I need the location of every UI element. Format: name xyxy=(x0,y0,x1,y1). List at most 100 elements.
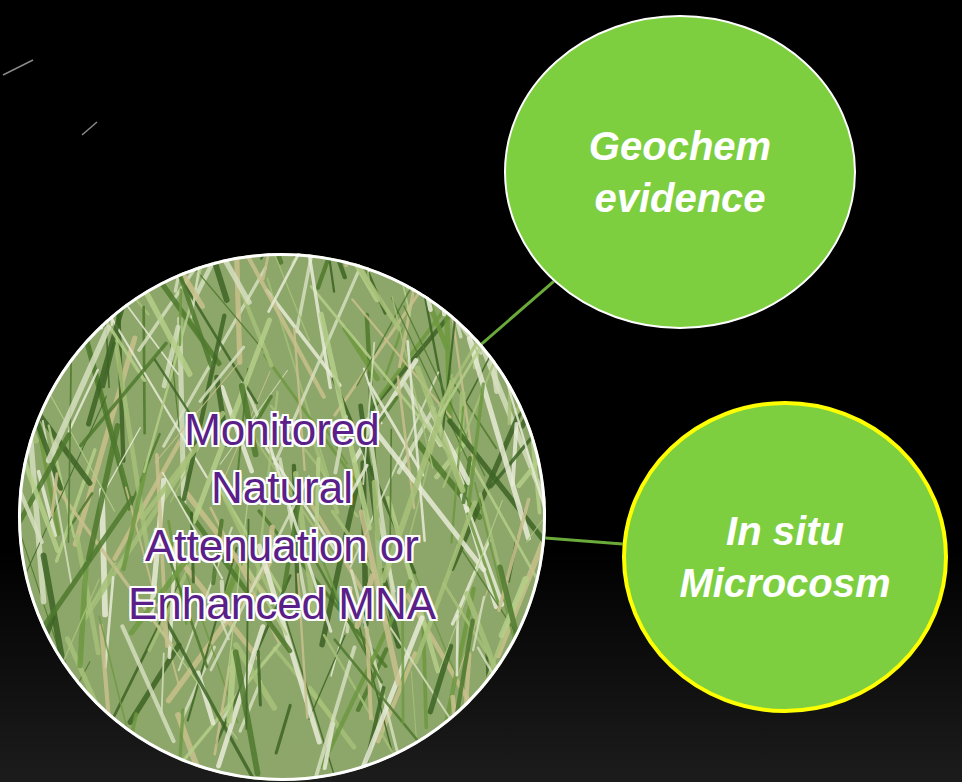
grass-blade xyxy=(177,97,200,245)
grass-blade xyxy=(188,130,207,266)
grass-blade xyxy=(468,257,473,331)
grass-blade xyxy=(234,178,239,363)
grass-blade xyxy=(536,551,582,714)
grass-blade xyxy=(35,228,84,297)
grass-blade xyxy=(191,161,263,306)
grass-blade xyxy=(500,645,545,721)
circle-outline xyxy=(504,15,856,329)
node-label: In situ Microcosm xyxy=(660,505,910,609)
grass-blade xyxy=(372,133,439,263)
grass-blade xyxy=(472,714,509,782)
grass-blade xyxy=(309,251,331,388)
grass-blade xyxy=(113,76,215,257)
grass-blade xyxy=(442,269,460,439)
grass-blade xyxy=(194,182,204,245)
circle-outline xyxy=(18,253,546,781)
grass-blade xyxy=(133,50,197,255)
grass-blade xyxy=(478,648,541,759)
grass-blade xyxy=(48,693,75,741)
grass-blade xyxy=(71,199,119,260)
grass-blade xyxy=(86,111,186,258)
grass-blade xyxy=(334,141,395,247)
grass-blade xyxy=(259,216,309,341)
grass-blade xyxy=(542,449,615,652)
grass-blade xyxy=(0,464,15,650)
circle-shape xyxy=(624,403,946,711)
grass-blade xyxy=(130,169,195,257)
grass-blade xyxy=(162,653,164,713)
topic-circle: In situ Microcosm xyxy=(622,401,948,713)
grass-blade xyxy=(85,563,115,615)
grass-blade xyxy=(277,54,344,241)
grass-blade xyxy=(46,109,75,326)
grass-blade xyxy=(226,141,295,259)
grass-blade xyxy=(74,265,105,320)
grass-blade xyxy=(269,191,331,311)
grass-blade xyxy=(526,468,579,542)
grass-blade xyxy=(371,74,409,288)
circle-outline xyxy=(622,401,948,713)
grass-blade xyxy=(2,477,12,531)
grass-blade xyxy=(310,647,354,782)
grass-blade xyxy=(43,285,61,341)
grass-blade xyxy=(449,621,473,763)
grass-blade xyxy=(258,651,260,705)
grass-blade xyxy=(0,631,33,683)
grass-blade xyxy=(57,135,105,277)
grass-blade xyxy=(390,430,391,538)
grass-blade xyxy=(475,483,524,683)
grass-blade xyxy=(229,653,234,722)
grass-blade xyxy=(11,202,44,314)
grass-blade xyxy=(381,134,472,250)
grass-blade xyxy=(0,181,12,250)
grass-blade xyxy=(275,83,345,277)
grass-blade xyxy=(0,284,21,404)
node-label: Geochem evidence xyxy=(555,120,805,224)
grass-blade xyxy=(108,164,112,325)
grass-blade xyxy=(487,661,541,782)
grass-blade xyxy=(369,178,463,305)
grass-blade xyxy=(37,215,145,381)
grass-blade xyxy=(211,54,214,265)
grass-blade xyxy=(393,193,412,262)
accent-dash xyxy=(82,122,97,135)
grass-blade xyxy=(86,255,102,329)
grass-blade xyxy=(17,243,38,316)
grass-blade xyxy=(544,496,576,618)
grass-blade xyxy=(32,692,42,733)
grass-blade xyxy=(179,273,211,365)
grass-blade xyxy=(486,311,548,519)
grass-blade xyxy=(487,690,515,741)
grass-blade xyxy=(38,711,58,763)
connector-line xyxy=(481,281,553,344)
grass-blade xyxy=(468,243,506,306)
grass-blade xyxy=(16,591,43,662)
grass-blade xyxy=(392,297,433,468)
grass-blade xyxy=(509,342,511,424)
grass-blade xyxy=(44,556,74,724)
grass-blade xyxy=(261,95,370,258)
grass-blade xyxy=(103,343,114,387)
accent-dash xyxy=(3,60,33,75)
grass-blade xyxy=(30,291,33,343)
grass-blade xyxy=(46,191,148,314)
grass-blade xyxy=(367,629,371,718)
grass-blade xyxy=(412,63,519,247)
grass-blade xyxy=(346,131,370,283)
node-label: Monitored Natural Attenuation or Enhance… xyxy=(117,401,447,633)
photo-circle: Monitored Natural Attenuation or Enhance… xyxy=(18,253,546,781)
grass-blade xyxy=(431,194,434,257)
grass-blade xyxy=(179,710,183,771)
grass-blade xyxy=(501,697,522,770)
grass-blade xyxy=(351,110,449,250)
grass-blade xyxy=(452,370,538,568)
grass-blade xyxy=(544,654,623,777)
grass-blade xyxy=(419,193,430,260)
grass-blade xyxy=(309,635,345,719)
grass-blade xyxy=(408,160,470,263)
grass-blade xyxy=(454,256,473,309)
grass-blade xyxy=(414,236,444,289)
grass-blade xyxy=(0,656,37,782)
grass-blade xyxy=(50,220,116,329)
